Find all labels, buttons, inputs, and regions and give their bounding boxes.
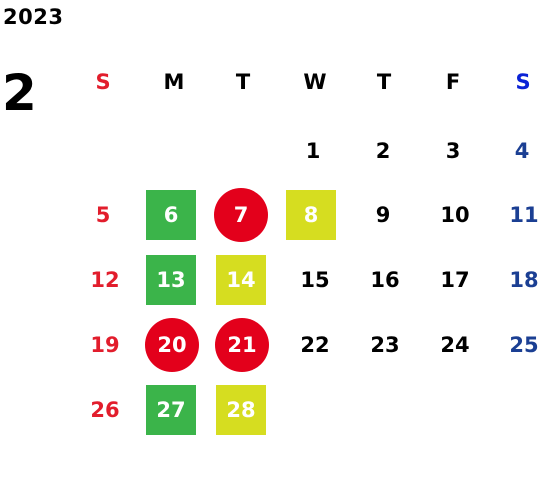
day-cell[interactable]: 18 (509, 267, 539, 292)
weekday-header-friday: F (445, 69, 461, 94)
day-cell[interactable]: 4 (514, 138, 530, 163)
year-label: 2023 (3, 5, 64, 29)
day-cell-red-marker[interactable]: 21 (215, 318, 269, 372)
weekday-header-thursday: T (376, 69, 392, 94)
day-cell[interactable]: 10 (440, 202, 470, 227)
day-cell-green-marker[interactable]: 6 (146, 190, 196, 240)
day-cell[interactable]: 23 (370, 332, 400, 357)
day-cell-yellow-marker[interactable]: 14 (216, 255, 266, 305)
day-cell[interactable]: 17 (440, 267, 470, 292)
day-cell[interactable]: 1 (305, 138, 321, 163)
day-cell[interactable]: 2 (375, 138, 391, 163)
day-cell[interactable]: 12 (90, 267, 120, 292)
weekday-header-monday: M (163, 69, 185, 94)
day-cell[interactable]: 24 (440, 332, 470, 357)
weekday-header-sunday: S (95, 69, 111, 94)
day-cell[interactable]: 9 (375, 202, 391, 227)
day-cell-red-marker[interactable]: 20 (145, 318, 199, 372)
day-cell[interactable]: 16 (370, 267, 400, 292)
day-cell[interactable]: 5 (95, 202, 111, 227)
weekday-header-tuesday: T (235, 69, 251, 94)
day-cell[interactable]: 19 (90, 332, 120, 357)
month-number: 2 (2, 64, 37, 122)
day-cell-red-marker[interactable]: 7 (214, 188, 268, 242)
day-cell-yellow-marker[interactable]: 28 (216, 385, 266, 435)
day-cell[interactable]: 25 (509, 332, 539, 357)
day-cell[interactable]: 11 (509, 202, 539, 227)
day-cell-green-marker[interactable]: 27 (146, 385, 196, 435)
day-cell-green-marker[interactable]: 13 (146, 255, 196, 305)
day-cell-yellow-marker[interactable]: 8 (286, 190, 336, 240)
day-cell[interactable]: 3 (445, 138, 461, 163)
weekday-header-saturday: S (515, 69, 531, 94)
day-cell[interactable]: 26 (90, 397, 120, 422)
weekday-header-wednesday: W (303, 69, 327, 94)
day-cell[interactable]: 22 (300, 332, 330, 357)
day-cell[interactable]: 15 (300, 267, 330, 292)
